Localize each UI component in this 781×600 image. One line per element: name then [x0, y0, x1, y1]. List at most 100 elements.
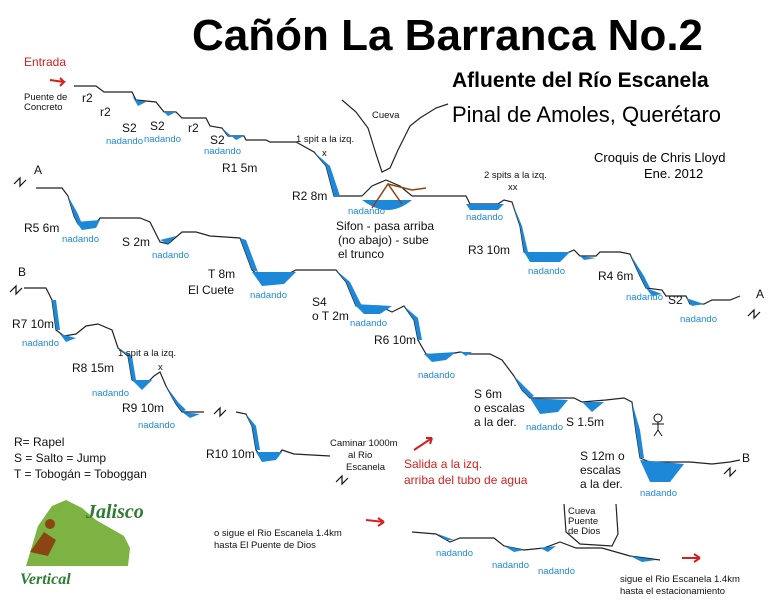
author-credit: Croquis de Chris Lloyd: [594, 150, 726, 165]
waterfall: [404, 306, 422, 340]
label-walk-3: Escanela: [346, 462, 386, 473]
break-mark-b2: [723, 466, 737, 478]
pool: [686, 298, 704, 306]
label-swimming: nadando: [680, 314, 717, 325]
label-exit-1: Salida a la izq.: [404, 457, 482, 471]
pool: [256, 452, 282, 462]
waterfall: [512, 202, 528, 252]
canyon-section-2: [36, 187, 741, 482]
label-r3: R3 10m: [468, 243, 510, 257]
label-alt-route-1: o sigue el Rio Escanela 1.4km: [214, 528, 342, 539]
waterfall: [336, 270, 362, 306]
break-mark-a2: [747, 308, 761, 320]
label-s2: S2: [122, 121, 137, 135]
canyon-section-1: [74, 85, 741, 306]
waterfall: [246, 414, 260, 450]
break-mark-r10: [213, 406, 227, 418]
label-el-cuete: El Cuete: [188, 283, 234, 297]
pool: [424, 352, 456, 362]
break-mark-a1: [13, 176, 27, 188]
pool: [160, 236, 176, 244]
pool: [540, 546, 556, 552]
waterfall: [52, 300, 60, 330]
waterfall: [514, 376, 534, 398]
label-anchor-mark: x: [322, 148, 327, 159]
break-mark-caminar: [335, 474, 349, 486]
label-swimming: nadando: [418, 370, 455, 381]
label-swimming: nadando: [526, 422, 563, 433]
waterfall: [68, 196, 82, 224]
river-arrow-1: [365, 517, 385, 527]
label-r4: R4 6m: [598, 269, 633, 283]
pool: [580, 256, 596, 260]
label-siphon-2: (no abajo) - sube: [338, 233, 429, 247]
break-mark-b1: [9, 284, 23, 296]
label-entrance: Entrada: [24, 55, 66, 69]
exit-arrow: [413, 437, 433, 451]
label-bridge-2: Concreto: [24, 102, 63, 113]
pool: [582, 402, 604, 412]
map-title: Cañón La Barranca No.2: [192, 11, 703, 60]
label-swimming: nadando: [538, 566, 575, 577]
label-s12: S 12m o: [580, 449, 625, 463]
break-marks: [9, 176, 761, 486]
label-bridge-1: Puente de: [24, 92, 67, 103]
label-s12: escalas: [580, 463, 621, 477]
canyon-profile-row1b: [412, 195, 741, 305]
label-r6: R6 10m: [374, 333, 416, 347]
siphon-pool: [362, 200, 412, 210]
label-anchor-mark-2: xx: [508, 182, 518, 193]
river-profile: [411, 531, 661, 561]
cave-puente-outline: [563, 503, 619, 547]
pool: [646, 288, 662, 296]
label-swimming: nadando: [626, 292, 663, 303]
pool: [354, 304, 392, 314]
label-cave: Cueva: [372, 110, 400, 121]
pool: [504, 546, 524, 552]
pool: [252, 272, 296, 286]
label-parking-route-1: sigue el Rio Escanela 1.4km: [620, 574, 740, 585]
label-r8: R8 15m: [72, 361, 114, 375]
waterfall: [118, 348, 136, 380]
map-subtitle-location: Pinal de Amoles, Querétaro: [452, 102, 721, 127]
waterfall: [314, 152, 340, 196]
jalisco-vertical-logo: Jalisco Vertical: [20, 500, 144, 588]
pool: [460, 352, 472, 356]
label-r9: R9 10m: [122, 401, 164, 415]
label-r7: R7 10m: [12, 317, 54, 331]
label-swimming: nadando: [250, 290, 287, 301]
label-cave-bridge-3: de Dios: [568, 526, 600, 537]
label-swimming: nadando: [92, 388, 129, 399]
label-swimming: nadando: [466, 212, 503, 223]
map-subtitle-river: Afluente del Río Escanela: [452, 69, 709, 92]
label-marker-a: A: [34, 163, 42, 177]
label-s2m: S 2m: [122, 235, 150, 249]
label-t8: T 8m: [208, 267, 235, 281]
legend-rapel: R= Rapel: [14, 435, 64, 449]
label-r2: r2: [100, 105, 111, 119]
logo-climber: [30, 532, 56, 556]
label-anchor-note: 1 spit a la izq.: [296, 134, 354, 145]
cave-outline: [341, 99, 449, 173]
label-s2: S2: [668, 293, 683, 307]
label-cave-bridge-1: Cueva: [568, 506, 596, 517]
label-siphon-1: Sifon - pasa arriba: [336, 219, 434, 233]
siphon-arch: [361, 179, 413, 197]
label-anchor-note-2: 2 spits a la izq.: [484, 170, 547, 181]
label-s6: a la der.: [474, 415, 517, 429]
label-swimming: nadando: [62, 234, 99, 245]
label-s12: a la der.: [580, 477, 623, 491]
label-r10: R10 10m: [206, 447, 255, 461]
label-marker-b: B: [18, 265, 26, 279]
legend-salto: S = Salto = Jump: [14, 451, 106, 465]
label-s6: o escalas: [474, 401, 525, 415]
logo-text-vertical: Vertical: [20, 571, 71, 588]
label-exit-2: arriba del tubo de agua: [404, 473, 528, 487]
label-swimming: nadando: [492, 560, 529, 571]
waterfall: [632, 402, 644, 458]
label-marker-a: A: [756, 287, 764, 301]
label-anchor-mark-3: x: [158, 362, 163, 373]
label-anchor-note-3: 1 spit a la izq.: [118, 348, 176, 359]
